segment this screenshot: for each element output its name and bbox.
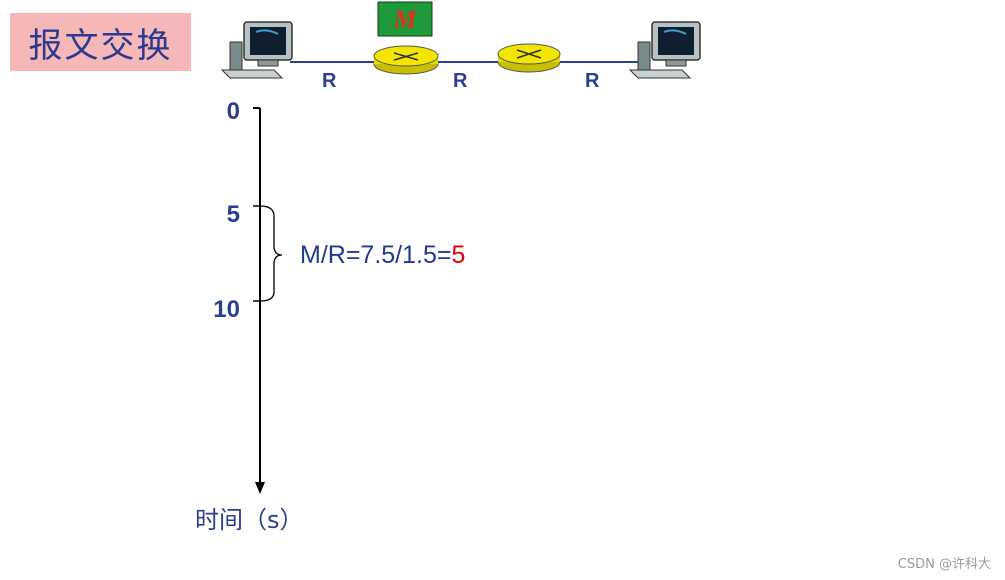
message-packet-icon: M: [377, 1, 433, 37]
packet-label: M: [392, 5, 417, 34]
page-title: 报文交换: [28, 25, 173, 66]
link-rate-label: R: [322, 70, 337, 92]
formula-text: M/R=7.5/1.5=: [300, 241, 452, 269]
watermark: CSDN @许科大: [897, 557, 991, 572]
tick-label: 10: [213, 296, 240, 323]
transmission-delay-formula: M/R=7.5/1.5=5: [300, 241, 465, 270]
link-rate-label: R: [453, 70, 468, 92]
computer-icon: [220, 21, 293, 79]
formula-result: 5: [451, 241, 466, 269]
tick-label: 5: [226, 201, 240, 228]
title-box: 报文交换: [10, 13, 191, 71]
router-icon: [497, 43, 561, 73]
link-rate-label: R: [585, 70, 600, 92]
computer-icon: [628, 21, 701, 79]
tick-label: 0: [226, 98, 240, 125]
axis-label: 时间（s）: [195, 506, 304, 534]
network-diagram: M: [220, 1, 701, 79]
router-icon: [373, 45, 439, 75]
brace: [259, 205, 283, 302]
